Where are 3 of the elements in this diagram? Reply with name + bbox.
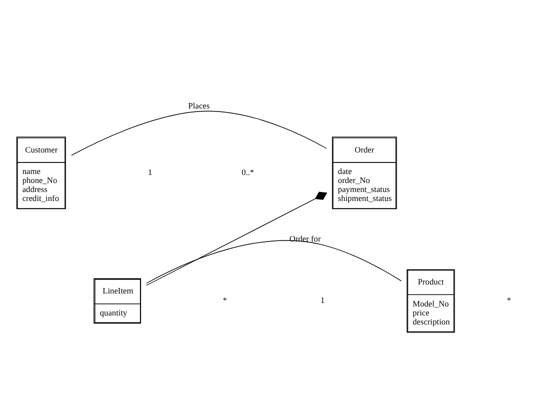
- connector: [146, 240, 402, 284]
- connector: [71, 110, 327, 156]
- connector: [146, 192, 328, 286]
